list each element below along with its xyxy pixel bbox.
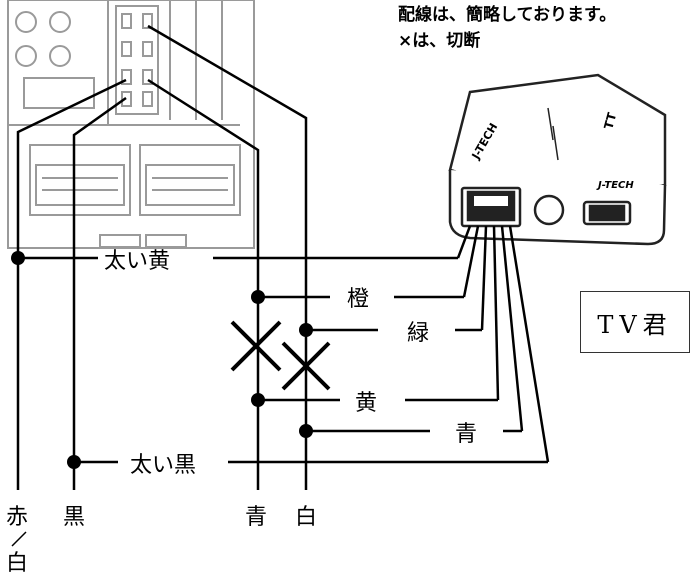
label-orange: 橙 (347, 287, 369, 312)
device-model-mark: TT (601, 110, 619, 130)
label-thick-black: 太い黒 (130, 453, 196, 478)
label-red-white-top: 赤 (6, 505, 28, 530)
wire-red-white (16, 78, 127, 490)
device-brand-side: J-TECH (596, 180, 634, 191)
cut-marks (230, 320, 331, 391)
wire-blue (147, 78, 260, 490)
label-slash (11, 531, 27, 547)
label-white: 白 (295, 505, 317, 530)
label-thick-yellow: 太い黄 (104, 249, 170, 274)
label-yellow: 黄 (355, 391, 377, 416)
label-green: 緑 (407, 321, 429, 346)
tv-kit-device (448, 73, 667, 246)
junction-dots (11, 251, 313, 469)
note-line-2: ×は、切断 (398, 31, 481, 51)
tv-kun-label-box: TV君 (580, 291, 690, 353)
label-black: 黒 (63, 505, 85, 530)
vehicle-connector (7, 0, 255, 249)
label-red-white-bottom: 白 (6, 551, 28, 575)
note-line-1: 配線は、簡略しております。 (398, 5, 617, 25)
label-blue: 青 (245, 505, 267, 530)
tv-kun-label: TV君 (597, 310, 673, 339)
label-blue-right: 青 (455, 422, 477, 447)
wire-black (72, 96, 127, 490)
